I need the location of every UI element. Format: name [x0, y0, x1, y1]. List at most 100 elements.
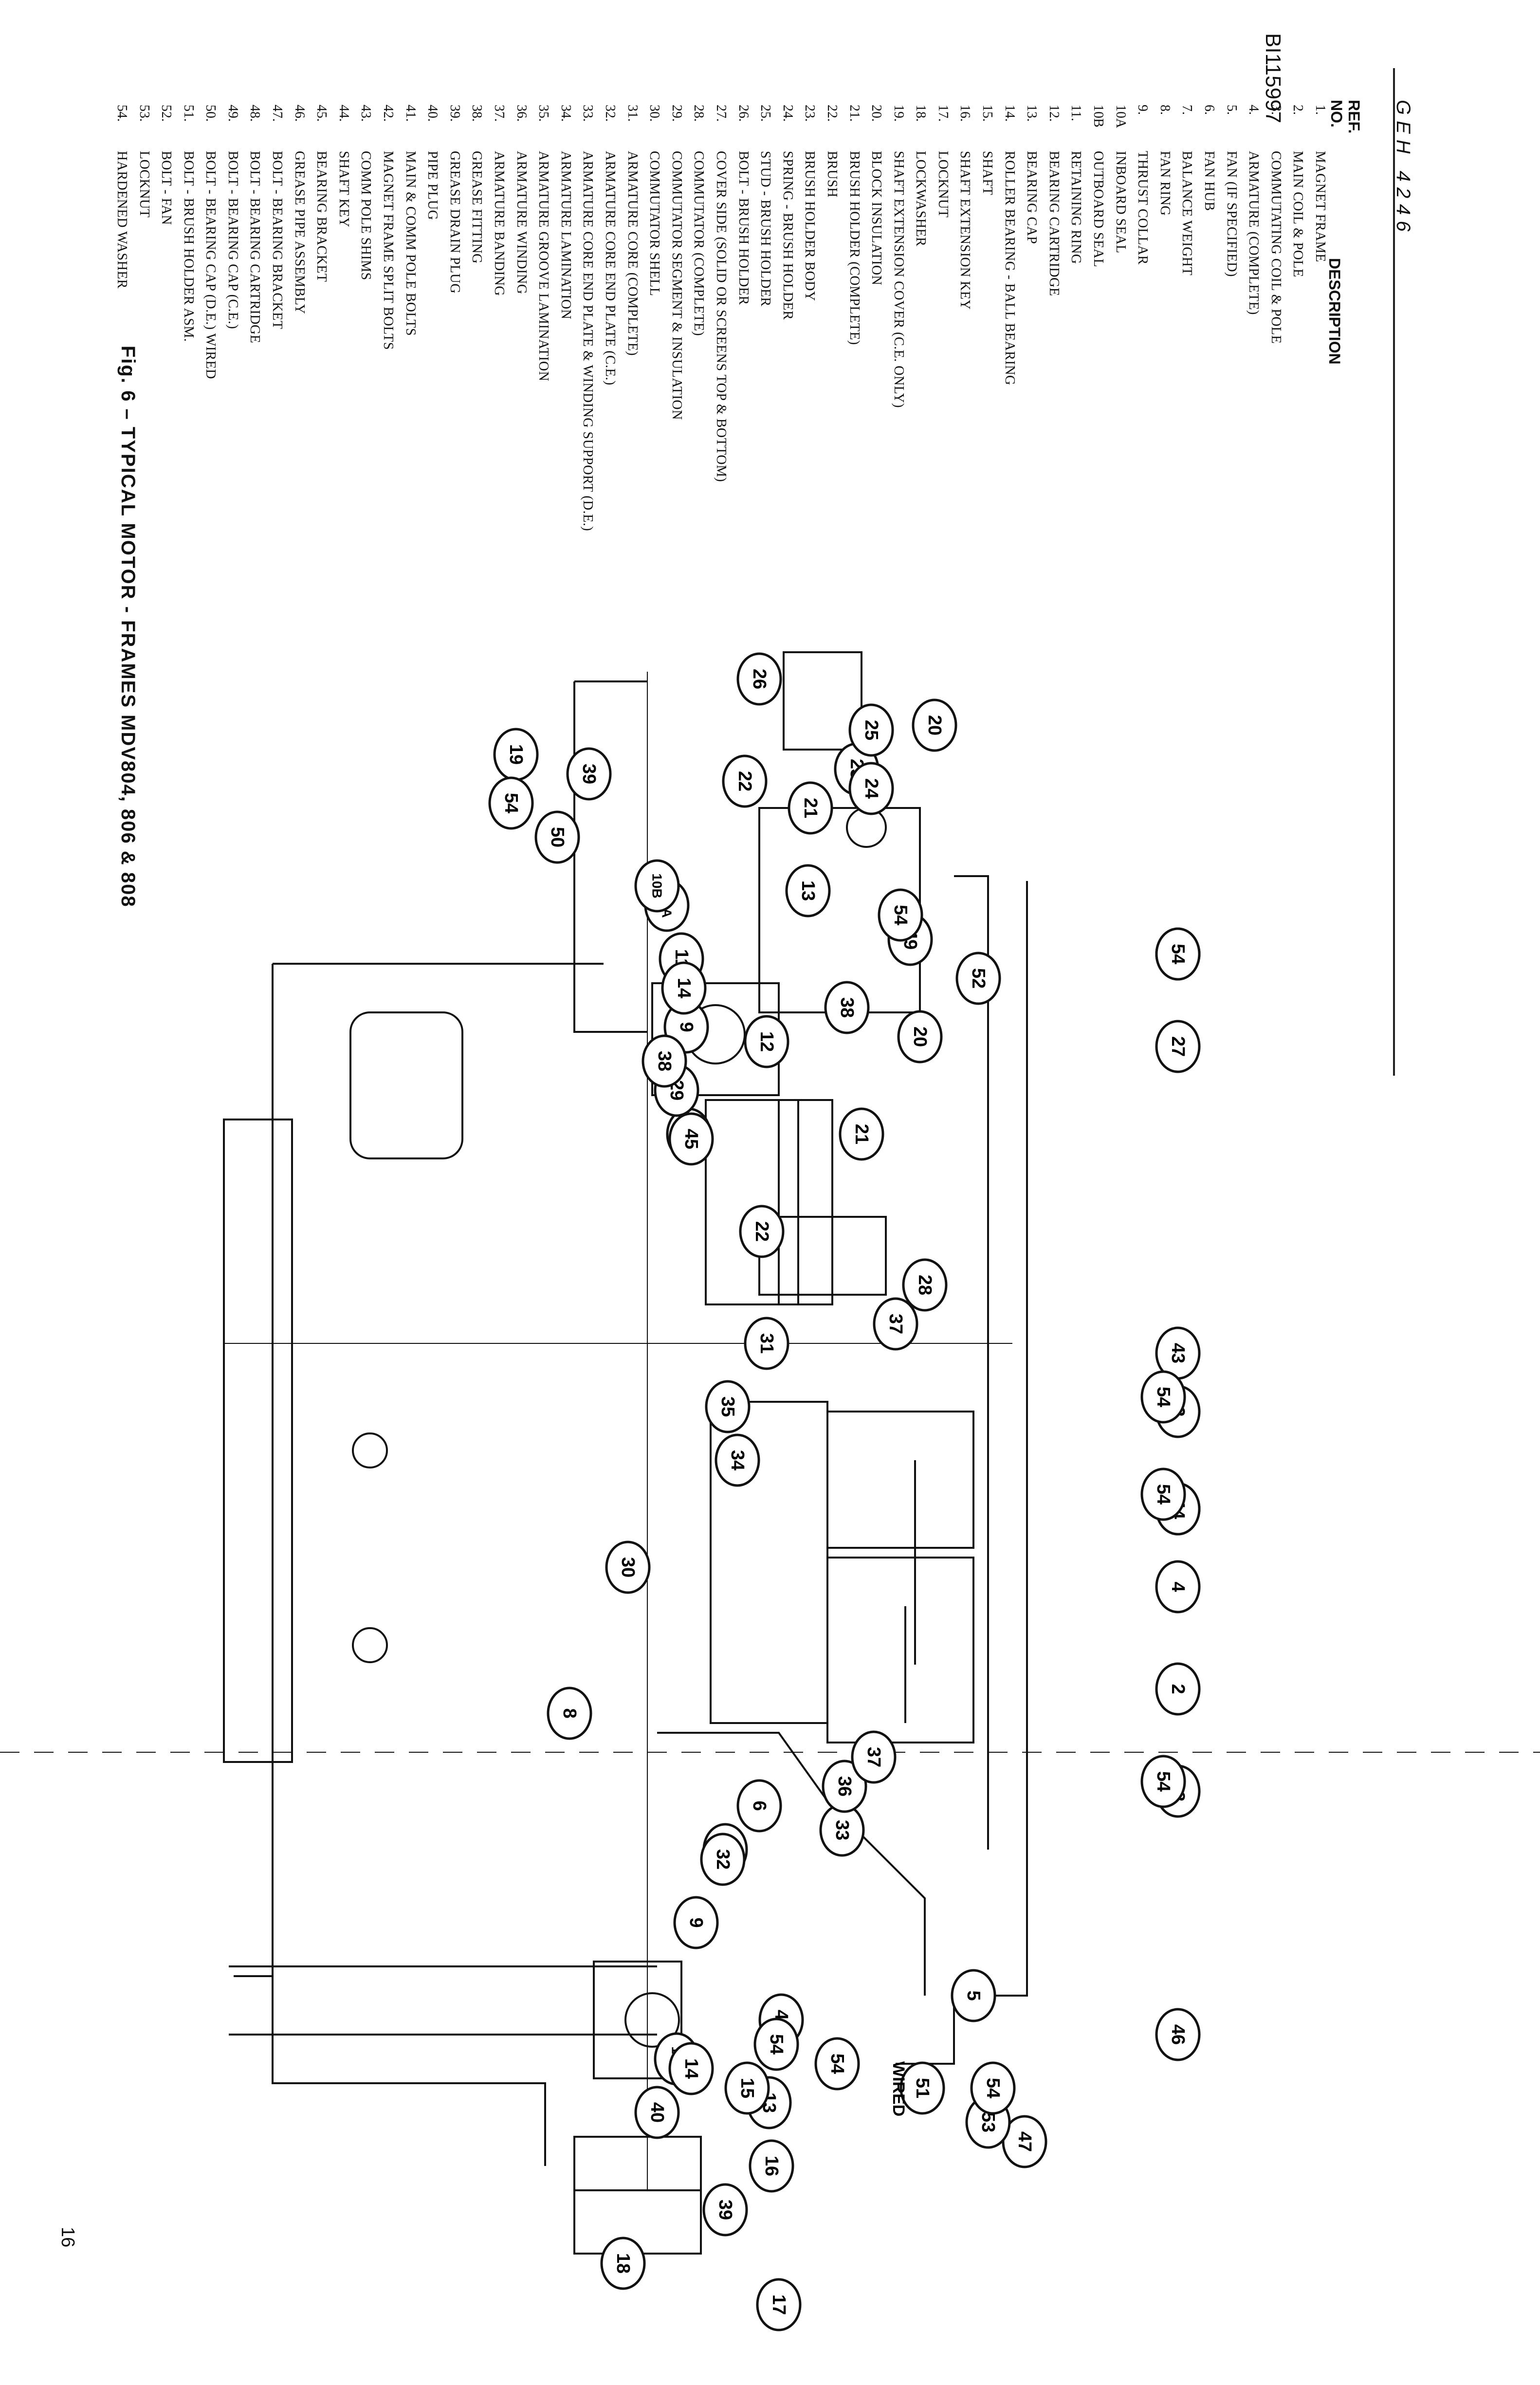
- callout-number: 22: [752, 1221, 772, 1242]
- callout-bubble: 16: [749, 2139, 794, 2193]
- callout-circle: [897, 1010, 943, 1064]
- callout-circle: [899, 2061, 945, 2115]
- callout-bubble: 39: [702, 2183, 748, 2237]
- callout-circle: [824, 981, 870, 1034]
- callout-number: 51: [912, 2078, 933, 2098]
- callout-number: 54: [766, 2034, 787, 2055]
- callout-bubble: 54: [488, 776, 534, 830]
- callout-circle: [700, 1833, 746, 1886]
- callout-circle: [673, 1896, 719, 1949]
- callout-number: 50: [547, 827, 568, 847]
- callout-bubble: 40: [634, 2086, 680, 2139]
- callout-bubble: 47: [1002, 2115, 1047, 2168]
- callout-number: 22: [734, 771, 755, 791]
- callout-number: 31: [756, 1333, 777, 1354]
- callout-bubble: 33: [819, 1803, 865, 1857]
- callout-bubble: 2: [1155, 1662, 1201, 1716]
- callout-number: 33: [832, 1820, 852, 1840]
- wired-label: WIRED: [889, 2061, 908, 2116]
- callout-circle: [534, 810, 580, 864]
- shaft-extension: [234, 1975, 546, 2166]
- callout-circle: [744, 1015, 789, 1068]
- callout-number: 25: [861, 720, 881, 740]
- callout-number: 30: [618, 1557, 638, 1578]
- callout-number: 8: [559, 1708, 580, 1718]
- callout-circle: [724, 2061, 770, 2115]
- callout-number: 6: [749, 1800, 770, 1811]
- callout-number: 54: [890, 905, 911, 925]
- callout-circle: [566, 747, 612, 801]
- callout-bubble: 52: [955, 952, 1001, 1005]
- callout-number: 32: [713, 1849, 733, 1870]
- callout-number: 20: [924, 715, 945, 735]
- callout-bubble: 38: [824, 981, 870, 1034]
- drive-end-lines: [229, 1965, 657, 2036]
- callout-bubble: 54: [1140, 1370, 1186, 1424]
- callout-number: 16: [761, 2156, 782, 2176]
- callout-circle: [912, 698, 957, 752]
- callout-bubble: 54: [753, 2018, 799, 2071]
- callout-circle: [668, 1112, 714, 1166]
- callout-bubble: 25: [848, 703, 894, 757]
- callout-bubble: 34: [715, 1433, 760, 1487]
- callout-circle: [605, 1541, 651, 1594]
- callout-number: 47: [1014, 2131, 1035, 2152]
- callout-bubble: 46: [1155, 2008, 1201, 2061]
- callout-bubble: 6: [736, 1779, 782, 1833]
- callout-bubble: 54: [1140, 1468, 1186, 1521]
- callout-circle: [1155, 1662, 1201, 1716]
- callout-number: 52: [968, 968, 989, 989]
- callout-bubble: 54: [1155, 927, 1201, 981]
- callout-bubble: 15: [724, 2061, 770, 2115]
- callout-bubble: 32: [700, 1833, 746, 1886]
- callout-bubble: 51: [899, 2061, 945, 2115]
- callout-number: 20: [910, 1027, 930, 1047]
- callout-circle: [488, 776, 534, 830]
- callout-circle: [715, 1433, 760, 1487]
- callout-circle: [634, 2086, 680, 2139]
- callout-number: 17: [769, 2294, 789, 2315]
- callout-number: 54: [983, 2078, 1003, 2098]
- header-rule: [1393, 68, 1395, 1076]
- callout-bubble: 43: [1155, 1326, 1201, 1380]
- callout-bubble: 4: [1155, 1560, 1201, 1614]
- callout-circle: [736, 1779, 782, 1833]
- locknut-assembly: [573, 2136, 702, 2255]
- callout-number: 5: [963, 1990, 984, 2000]
- callout-circle: [822, 1760, 867, 1813]
- callout-number: 2: [1168, 1684, 1188, 1694]
- callout-bubble: 21: [839, 1107, 884, 1161]
- callout-circle: [1155, 927, 1201, 981]
- callout-bubble: 21: [788, 781, 833, 835]
- callout-number: 19: [506, 744, 526, 765]
- callout-number: 34: [727, 1450, 748, 1470]
- callout-bubble: 19: [493, 728, 539, 781]
- callout-bubble: 31: [744, 1317, 789, 1370]
- callout-number: 37: [885, 1314, 906, 1334]
- callout-bubble: 8: [547, 1687, 592, 1740]
- callout-circle: [744, 1317, 789, 1370]
- callout-number: 14: [674, 978, 694, 998]
- callout-number: 13: [798, 881, 818, 901]
- callout-number: 54: [1153, 1387, 1173, 1407]
- callout-bubble: 45: [668, 1112, 714, 1166]
- bearing-housing-de: [593, 1961, 682, 2079]
- callout-circle: [1155, 1560, 1201, 1614]
- callout-bubble: 5: [951, 1969, 996, 2022]
- callout-circle: [736, 652, 782, 706]
- callout-number: 45: [681, 1129, 701, 1149]
- callout-circle: [951, 1969, 996, 2022]
- callout-circle: [753, 2018, 799, 2071]
- callout-number: 46: [1168, 2024, 1188, 2045]
- callout-circle: [547, 1687, 592, 1740]
- callout-circle: [785, 864, 831, 917]
- callout-bubble: 37: [851, 1730, 897, 1784]
- callout-bubble: 20: [912, 698, 957, 752]
- callout-circle: [848, 762, 894, 815]
- callout-bubble: 22: [722, 754, 768, 808]
- callout-bubble: 24: [848, 762, 894, 815]
- callout-circle: [642, 1034, 687, 1088]
- bearing-de: [624, 1992, 680, 2048]
